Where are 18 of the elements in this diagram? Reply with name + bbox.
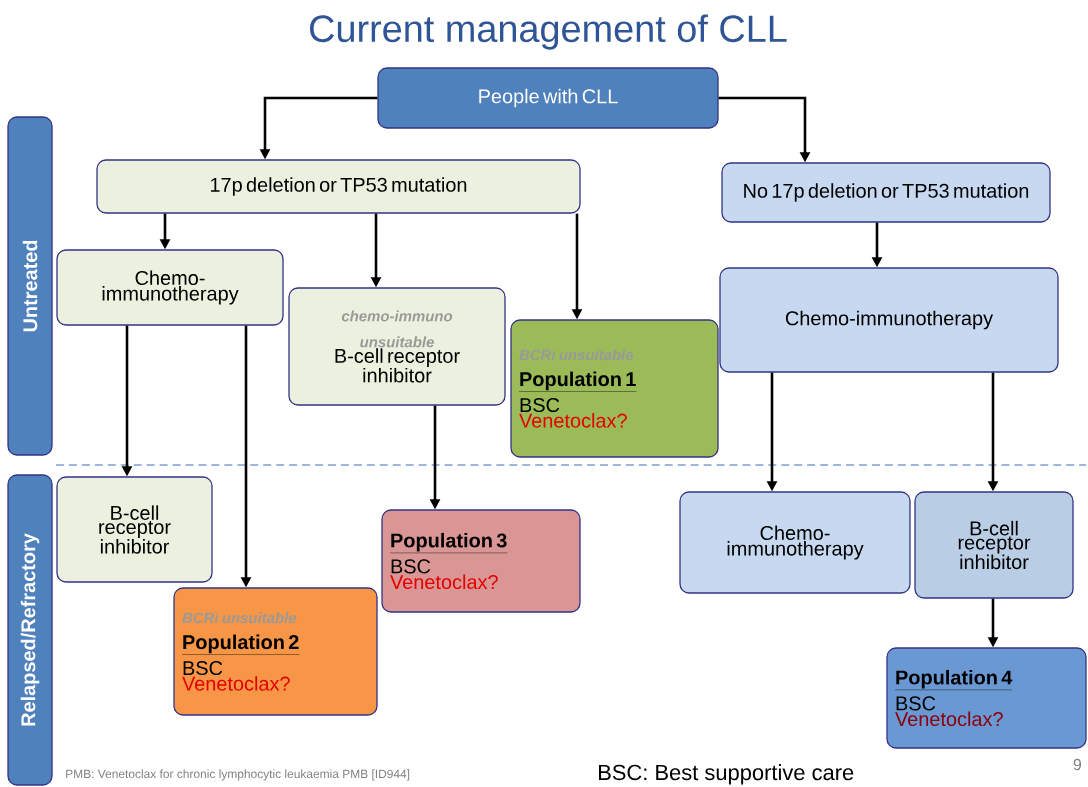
treatment-box: Chemo-immunotherapy xyxy=(679,491,911,594)
footnote: PMB: Venetoclax for chronic lymphocytic leukaemia PMB [ID944] xyxy=(66,769,410,781)
phase-band: Untreated xyxy=(7,116,53,456)
treatment-box: Chemo-immunotherapy xyxy=(56,249,284,326)
abbreviation-note: BSC: Best supportive care xyxy=(599,764,854,785)
phase-band: Relapsed/Refractory xyxy=(7,474,53,786)
title: Current management of CLL xyxy=(310,14,787,50)
treatment-box: Chemo-immunotherapy xyxy=(719,267,1059,373)
start-box: People with CLL xyxy=(377,67,719,129)
population-box: Population 4 BSC Venetoclax? xyxy=(886,647,1087,749)
treatment-box: chemo-immuno unsuitable B-cell receptor inhibitor xyxy=(288,287,506,406)
group-box: No 17p deletion or TP53 mutation xyxy=(721,162,1051,223)
population-box: BCRi unsuitable Population 1 BSC Venetoclax? xyxy=(510,319,719,458)
population-box: Population 3 BSC Venetoclax? xyxy=(381,509,581,613)
treatment-box: B-cell receptor inhibitor xyxy=(914,491,1074,599)
group-box: 17p deletion or TP53 mutation xyxy=(96,159,581,214)
treatment-box: B-cell receptor inhibitor xyxy=(56,476,213,583)
population-box: BCRi unsuitable Population 2 BSC Venetoclax? xyxy=(173,587,378,716)
